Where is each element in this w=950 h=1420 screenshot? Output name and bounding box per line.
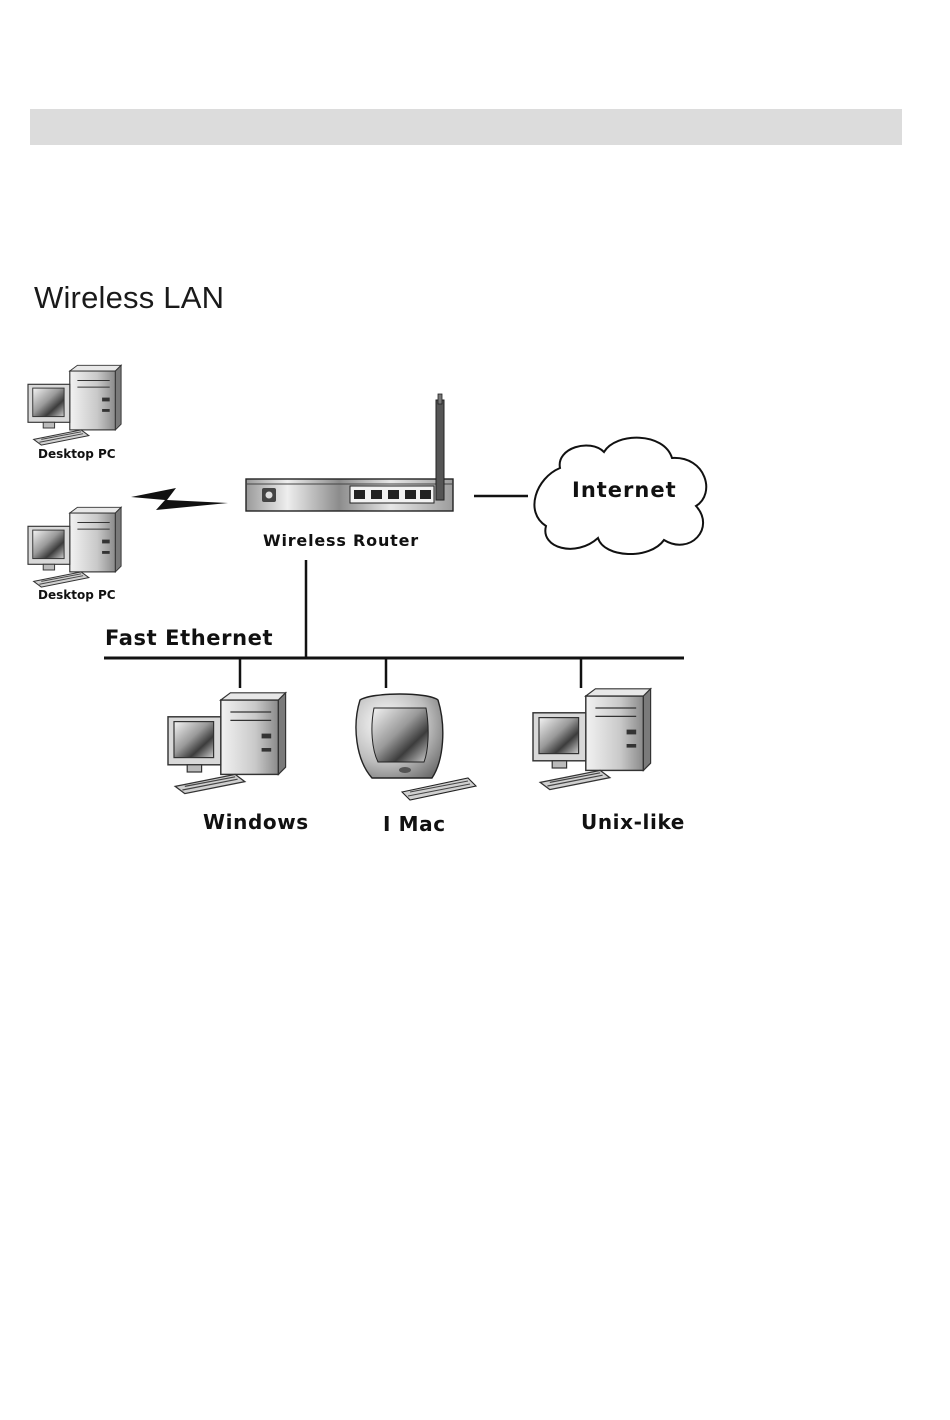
unix-pc <box>533 689 651 790</box>
router-label: Wireless Router <box>263 531 419 550</box>
imac-computer <box>356 694 476 800</box>
windows-pc <box>168 693 286 794</box>
imac-label: I Mac <box>383 812 446 836</box>
desktop-pc-2-label: Desktop PC <box>38 588 116 602</box>
desktop-pc-1 <box>28 365 121 445</box>
wireless-signal-icon <box>131 488 228 510</box>
network-label: Fast Ethernet <box>105 626 273 650</box>
unix-label: Unix-like <box>581 810 685 834</box>
desktop-pc-2 <box>28 507 121 587</box>
wireless-router <box>246 394 453 511</box>
internet-label: Internet <box>572 478 677 502</box>
desktop-pc-1-label: Desktop PC <box>38 447 116 461</box>
windows-label: Windows <box>203 810 309 834</box>
